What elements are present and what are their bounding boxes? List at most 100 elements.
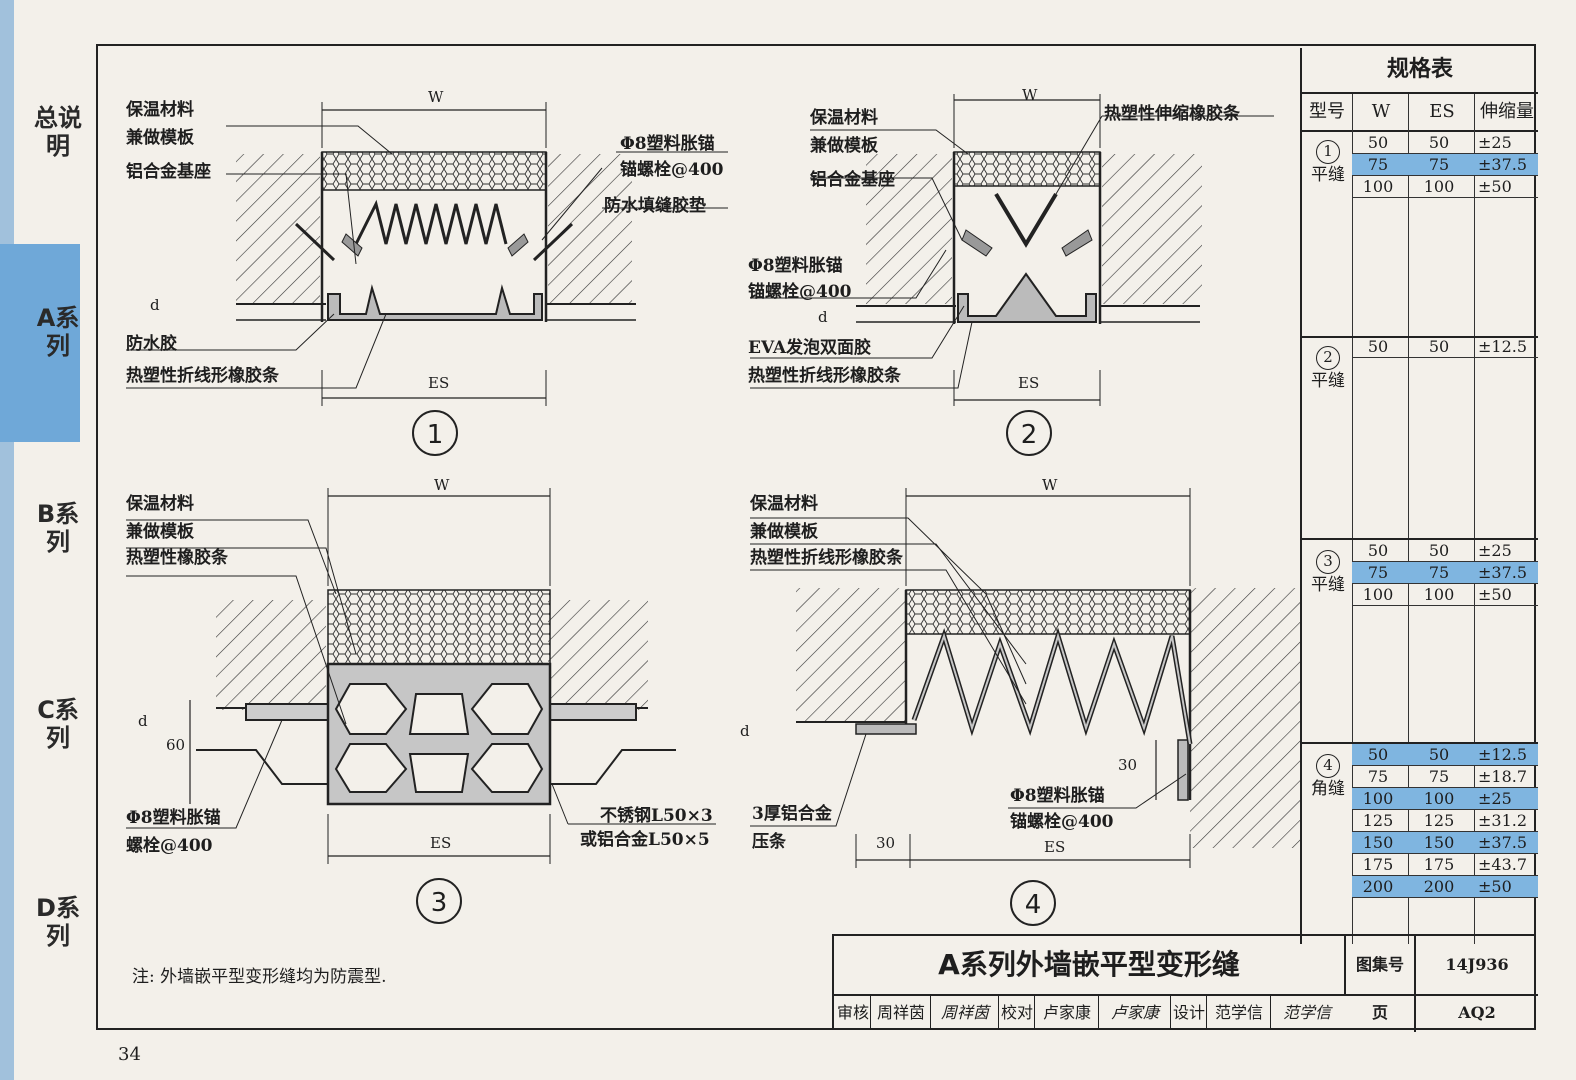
dim-es: ES	[428, 374, 450, 392]
signature-design: 范学信	[1282, 1003, 1331, 1022]
dim-30-vertical: 30	[1118, 756, 1138, 774]
dim-w: W	[1042, 476, 1058, 494]
label-waterproof-gasket: 防水填缝胶垫	[604, 196, 706, 216]
detail-3	[126, 488, 716, 864]
label-anchor-bolt: 锚螺栓@400	[748, 282, 852, 302]
label-insulation: 保温材料	[126, 494, 194, 514]
atlas-number: 14J936	[1445, 955, 1509, 974]
detail-number-3: 3	[416, 878, 462, 924]
sidebar-item-a-series[interactable]: A系列	[36, 304, 80, 360]
label-rubber: 热塑性橡胶条	[126, 548, 228, 568]
name-design: 范学信	[1208, 996, 1271, 1030]
label-formwork: 兼做模板	[750, 522, 818, 542]
drawing-note: 注: 外墙嵌平型变形缝均为防震型.	[132, 967, 387, 987]
dim-es: ES	[430, 834, 452, 852]
page-edge-tab	[0, 0, 14, 1080]
dim-d: d	[740, 722, 750, 740]
spec-header-type: 型号	[1309, 101, 1345, 122]
dim-30-horizontal: 30	[876, 834, 896, 852]
label-folded-rubber: 热塑性折线形橡胶条	[126, 366, 279, 386]
label-insulation: 保温材料	[750, 494, 818, 514]
dim-d: d	[150, 296, 160, 314]
label-formwork: 兼做模板	[126, 522, 194, 542]
spec-header-es: ES	[1408, 94, 1475, 130]
detail-4	[750, 488, 1300, 868]
dim-w: W	[434, 476, 450, 494]
dim-d: d	[818, 308, 828, 326]
label-insulation: 保温材料	[810, 108, 878, 128]
label-aluminium-angle: 或铝合金L50×5	[580, 830, 710, 850]
sidebar-item-general[interactable]: 总说明	[34, 104, 82, 160]
sidebar-item-d-series[interactable]: D系列	[36, 894, 80, 950]
detail-number-4: 4	[1010, 880, 1056, 926]
detail-number-1: 1	[412, 410, 458, 456]
label-waterproof-glue: 防水胶	[126, 334, 177, 354]
drawing-frame	[96, 44, 1536, 1030]
label-aluminium-strip: 3厚铝合金	[752, 804, 832, 824]
label-insulation: 保温材料	[126, 100, 194, 120]
label-anchor-bolt: 锚螺栓@400	[1010, 812, 1114, 832]
label-folded-rubber: 热塑性折线形橡胶条	[748, 366, 901, 386]
title-block: A系列外墙嵌平型变形缝 图集号 14J936 页 AQ2 审核 周祥茵 周祥茵 …	[832, 934, 1538, 1032]
label-eva-tape: EVA发泡双面胶	[748, 338, 872, 358]
label-anchor: Φ8塑料胀锚	[1010, 786, 1105, 806]
dim-d: d	[138, 712, 148, 730]
role-review: 审核	[836, 996, 871, 1030]
label-folded-rubber: 热塑性折线形橡胶条	[750, 548, 903, 568]
signature-review: 周祥茵	[932, 996, 999, 1030]
detail-number-2: 2	[1006, 410, 1052, 456]
sidebar-item-c-series[interactable]: C系列	[37, 696, 79, 752]
dim-60: 60	[166, 736, 186, 754]
label-anchor: Φ8塑料胀锚	[620, 134, 715, 154]
name-check: 卢家康	[1036, 996, 1099, 1030]
name-review: 周祥茵	[872, 996, 931, 1030]
label-anchor-bolt: 螺栓@400	[126, 836, 213, 856]
detail-2	[750, 94, 1274, 406]
label-aluminium-base: 铝合金基座	[810, 170, 895, 190]
label-formwork: 兼做模板	[810, 136, 878, 156]
label-anchor: Φ8塑料胀锚	[748, 256, 843, 276]
label-aluminium-base: 铝合金基座	[126, 162, 211, 182]
atlas-label: 图集号	[1355, 955, 1404, 974]
dim-w: W	[1022, 86, 1038, 104]
role-check: 校对	[1000, 996, 1035, 1030]
spec-table-title: 规格表	[1302, 48, 1538, 94]
active-section-tab	[0, 244, 80, 442]
page-code: AQ2	[1458, 1003, 1496, 1022]
spec-header-range: 伸缩量	[1474, 94, 1539, 130]
page-number: 34	[118, 1044, 141, 1065]
spec-header-w: W	[1352, 94, 1409, 130]
label-press-strip: 压条	[752, 832, 786, 852]
role-design: 设计	[1172, 996, 1207, 1030]
dim-es: ES	[1018, 374, 1040, 392]
joint-detail-drawings	[126, 94, 1300, 868]
dim-w: W	[428, 88, 444, 106]
page-label: 页	[1371, 1003, 1388, 1022]
label-anchor-bolt: 锚螺栓@400	[620, 160, 724, 180]
sidebar-item-b-series[interactable]: B系列	[36, 500, 80, 556]
label-formwork: 兼做模板	[126, 128, 194, 148]
drawing-title: A系列外墙嵌平型变形缝	[834, 936, 1346, 996]
detail-1	[126, 102, 728, 406]
dim-es: ES	[1044, 838, 1066, 856]
label-anchor: Φ8塑料胀锚	[126, 808, 221, 828]
